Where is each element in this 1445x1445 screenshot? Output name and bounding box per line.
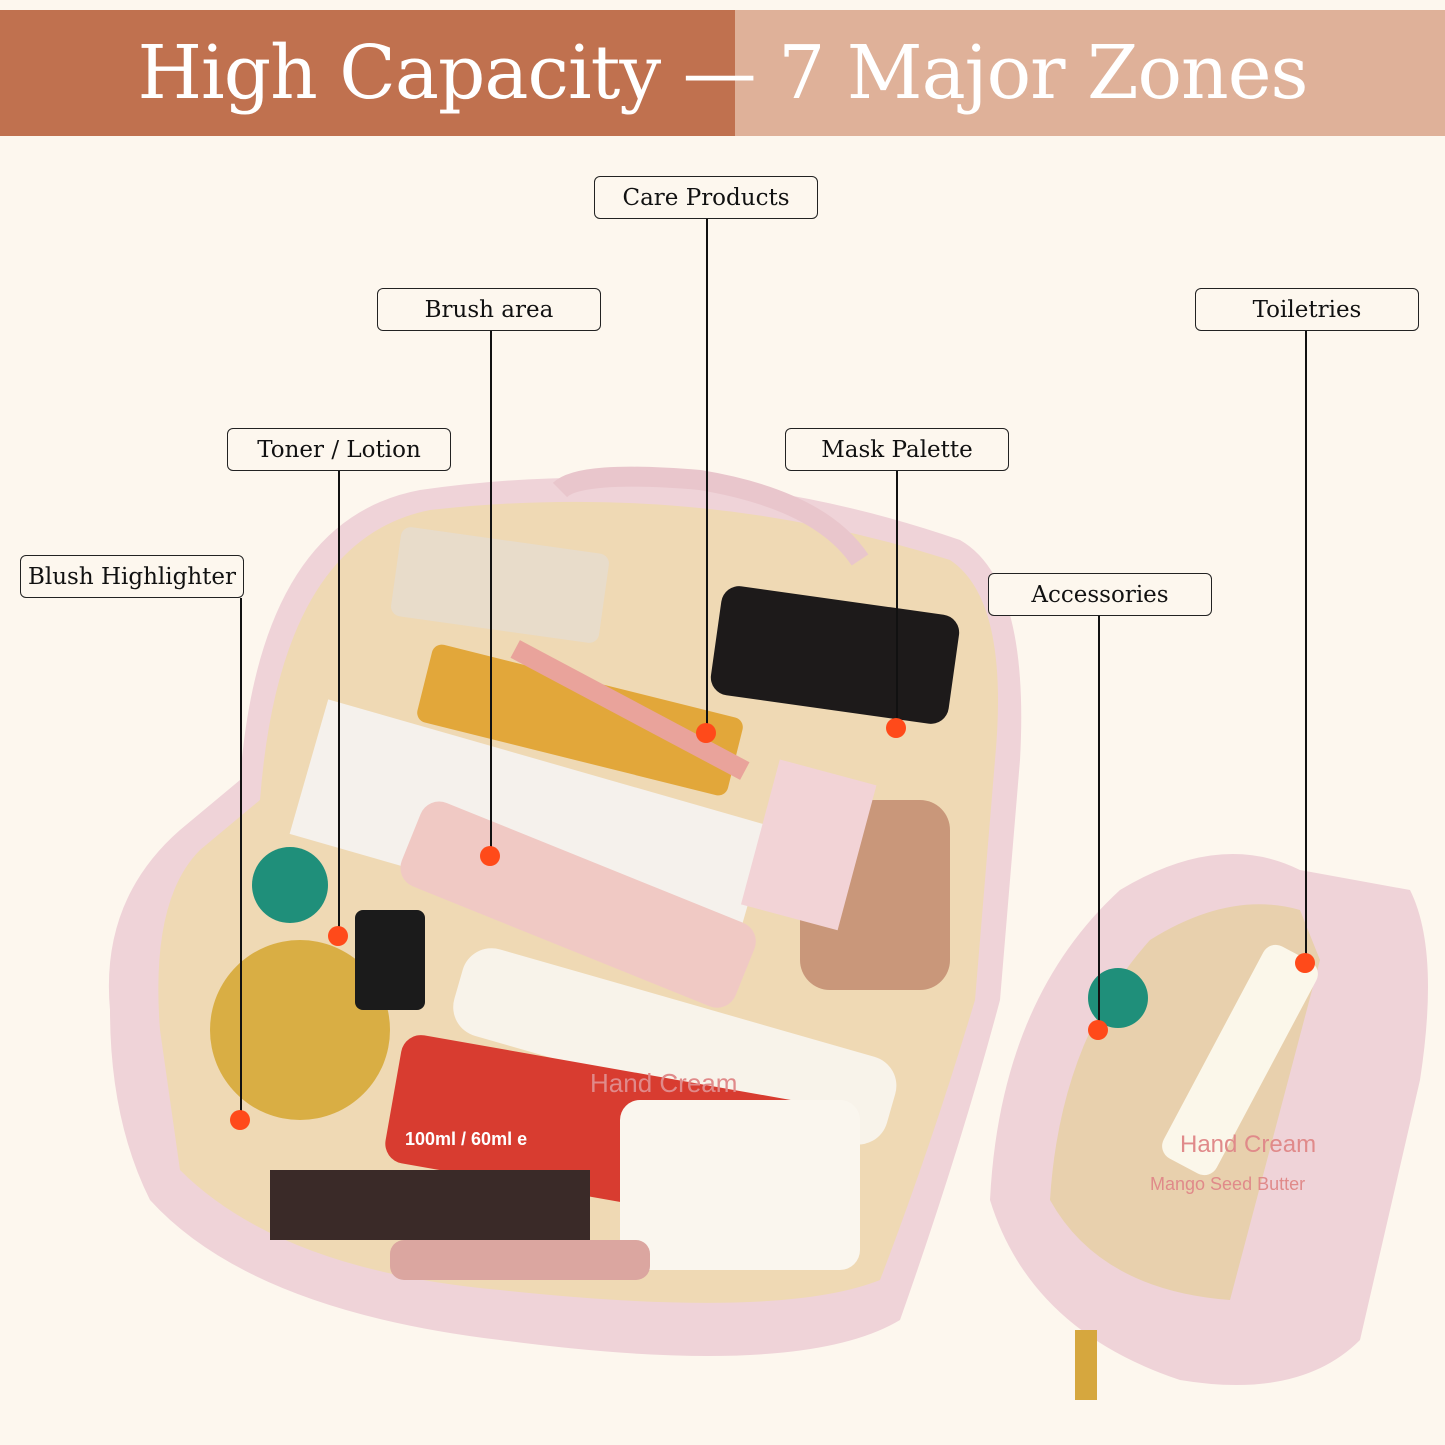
bottle-text: 100ml / 60ml e <box>405 1129 527 1149</box>
callout-line <box>896 471 898 728</box>
zone-marker <box>696 723 716 743</box>
callout-line <box>338 471 340 936</box>
zone-label-accessories: Accessories <box>988 573 1212 616</box>
zone-marker <box>1088 1020 1108 1040</box>
zone-marker <box>886 718 906 738</box>
callout-line <box>1305 331 1307 963</box>
zone-label-toiletries: Toiletries <box>1195 288 1419 331</box>
pouch-cream-sub: Mango Seed Butter <box>1150 1174 1305 1194</box>
header-banner <box>0 10 1445 136</box>
zone-marker <box>230 1110 250 1130</box>
pouch-cream-text: Hand Cream <box>1180 1131 1316 1158</box>
zone-marker <box>1295 953 1315 973</box>
callout-line <box>1098 616 1100 1030</box>
callout-line <box>706 219 708 733</box>
callout-line <box>240 598 242 1120</box>
zone-label-care-products: Care Products <box>594 176 818 219</box>
bag-cream-text: Hand Cream <box>590 1068 737 1098</box>
zone-marker <box>328 926 348 946</box>
page-title: High Capacity — 7 Major Zones <box>137 30 1309 116</box>
zone-marker <box>480 846 500 866</box>
callout-line <box>490 331 492 856</box>
zone-label-brush-area: Brush area <box>377 288 601 331</box>
zone-label-toner-lotion: Toner / Lotion <box>227 428 451 471</box>
zone-label-blush-highlighter: Blush Highlighter <box>20 555 244 598</box>
zone-label-mask-palette: Mask Palette <box>785 428 1009 471</box>
